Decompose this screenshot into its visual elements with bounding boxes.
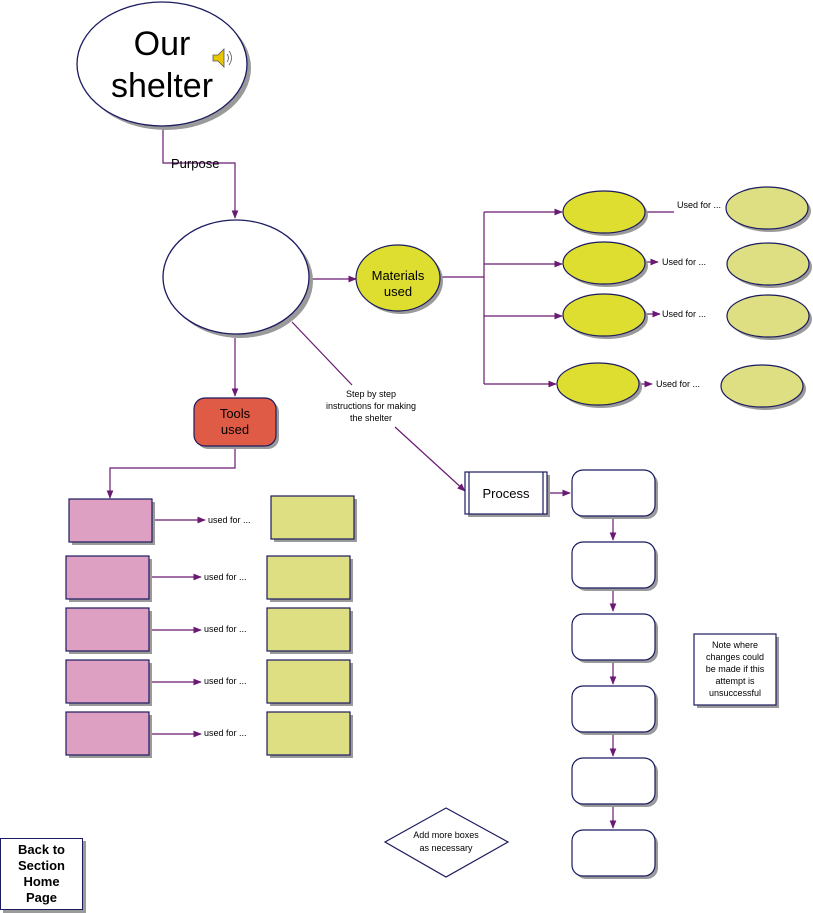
note-line-4: attempt is (715, 676, 755, 686)
tool-use-4 (266, 659, 351, 704)
material-used-for-2: Used for ... (662, 257, 706, 267)
connector-tool-boxes (106, 447, 236, 499)
tool-box-4 (65, 659, 150, 704)
title-line-1: Our (134, 25, 191, 63)
purpose-label: Purpose (171, 156, 219, 171)
tool-use-5 (266, 711, 351, 756)
tool-box-1 (68, 498, 153, 543)
materials-label-line-1: Materials (372, 268, 425, 283)
process-step-1 (571, 469, 656, 517)
process-step-4 (571, 685, 656, 733)
process-steps (571, 469, 658, 879)
tool-use-2 (266, 555, 351, 600)
tool-uses (266, 495, 357, 758)
material-use-4 (720, 364, 804, 408)
materials-node: Materials used (355, 244, 443, 314)
purpose-node (162, 219, 313, 338)
material-item-4 (556, 362, 640, 406)
note-line-1: Note where (712, 640, 758, 650)
back-button-line-4: Page (25, 890, 58, 905)
note-line-2: changes could (706, 652, 764, 662)
material-item-2 (562, 241, 646, 285)
note-line-5: unsuccessful (709, 688, 761, 698)
material-used-for-1: Used for ... (677, 200, 721, 210)
tool-use-3 (266, 607, 351, 652)
step-label-line-3: the shelter (350, 413, 392, 423)
material-item-1 (562, 190, 646, 234)
tool-used-for-5: used for ... (204, 728, 247, 738)
note-line-3: be made if this (706, 664, 765, 674)
back-button-line-2: Section (18, 858, 65, 873)
tool-used-for-4: used for ... (204, 676, 247, 686)
tools-node: Tools used (193, 397, 279, 449)
step-label-line-2: instructions for making (326, 401, 416, 411)
process-node: Process (464, 471, 550, 517)
tool-used-for-2: used for ... (204, 572, 247, 582)
step-label-line-1: Step by step (346, 389, 396, 399)
add-boxes-line-1: Add more boxes (413, 830, 479, 840)
connectors (106, 126, 674, 829)
speaker-icon[interactable] (212, 48, 232, 68)
process-step-5 (571, 757, 656, 805)
connector-purpose (162, 126, 239, 219)
tool-boxes (65, 498, 155, 758)
note-box: Note where changes could be made if this… (693, 633, 779, 708)
add-more-boxes-diamond: Add more boxes as necessary (383, 807, 510, 878)
material-uses (720, 186, 812, 410)
material-use-2 (726, 242, 810, 286)
back-button-line-1: Back to (18, 842, 65, 857)
tool-box-3 (65, 607, 150, 652)
material-use-1 (725, 186, 809, 230)
tool-box-2 (65, 555, 150, 600)
process-step-2 (571, 541, 656, 589)
process-step-6 (571, 829, 656, 877)
process-label: Process (483, 486, 530, 501)
material-items (556, 190, 648, 408)
material-item-3 (562, 293, 646, 337)
process-step-3 (571, 613, 656, 661)
tool-use-1 (270, 495, 355, 540)
material-used-for-4: Used for ... (656, 379, 700, 389)
connector-step-a (291, 321, 353, 386)
back-to-section-home-button[interactable]: Back to Section Home Page (0, 838, 83, 910)
material-used-for-3: Used for ... (662, 309, 706, 319)
connector-step-b (394, 426, 466, 492)
title-node: Our shelter (76, 1, 251, 130)
tool-used-for-1: used for ... (208, 515, 251, 525)
add-boxes-line-2: as necessary (419, 843, 473, 853)
back-button-line-3: Home (23, 874, 60, 889)
tools-label-line-2: used (221, 422, 249, 437)
material-use-3 (726, 294, 810, 338)
tools-label-line-1: Tools (220, 406, 251, 421)
tool-box-5 (65, 711, 150, 756)
materials-label-line-2: used (384, 284, 412, 299)
title-line-2: shelter (111, 67, 213, 105)
tool-used-for-3: used for ... (204, 624, 247, 634)
